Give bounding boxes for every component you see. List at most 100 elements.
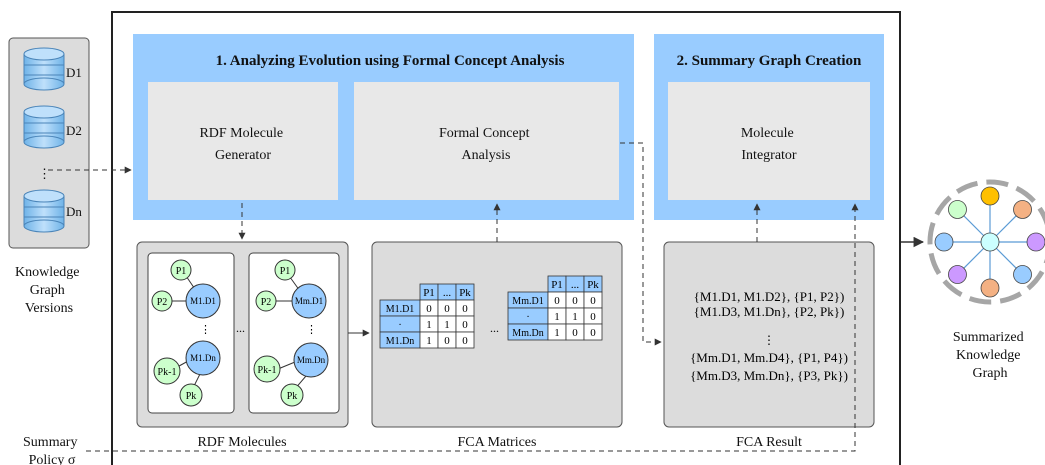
matrix-value: 0 bbox=[572, 327, 578, 339]
fca-result-line-1: {M1.D1, M1.D2}, {P1, P2}) bbox=[694, 289, 845, 304]
graph-node bbox=[980, 278, 1000, 298]
node-label: P2 bbox=[157, 297, 168, 308]
vertical-ellipsis: ⋮ bbox=[200, 324, 211, 336]
phase1-panel: 1. Analyzing Evolution using Formal Conc… bbox=[133, 34, 634, 220]
fca-result-caption: FCA Result bbox=[736, 435, 802, 450]
graph-node bbox=[948, 265, 967, 284]
matrix-value: 0 bbox=[590, 295, 596, 307]
node-label: Pk bbox=[186, 391, 197, 402]
matrix-row-header: Mm.Dn bbox=[512, 328, 543, 339]
matrix-value: 0 bbox=[554, 295, 560, 307]
subject-node-m1-d1 bbox=[185, 283, 221, 319]
predicate-node-p2 bbox=[255, 290, 277, 312]
node-label: P1 bbox=[176, 266, 187, 277]
formal-concept-analysis-label: Formal Concept Analysis bbox=[439, 126, 533, 163]
matrix-col-header: Pk bbox=[587, 279, 599, 291]
vertical-ellipsis: ⋮ bbox=[306, 324, 317, 336]
matrix-row-header: M1.D1 bbox=[386, 304, 415, 315]
fca-result-ellipsis: ⋮ bbox=[763, 333, 775, 347]
versions-ellipsis: ⋮ bbox=[38, 166, 51, 181]
rdf-molecules-section: P1 P2 M1.D1 ⋮ M1.Dn Pk-1 Pk ... P1 P2 Mm… bbox=[136, 241, 349, 450]
predicate-node-pk-1 bbox=[253, 355, 281, 383]
matrix-value: 0 bbox=[426, 303, 432, 315]
node-label: Pk bbox=[287, 391, 298, 402]
rdf-molecules-caption: RDF Molecules bbox=[197, 435, 286, 450]
rdf-molecule-m: P1 P2 Mm.D1 ⋮ Mm.Dn Pk-1 Pk bbox=[248, 252, 340, 414]
matrix-value: 0 bbox=[590, 327, 596, 339]
database-icon-dn bbox=[23, 189, 65, 233]
phase2-panel: 2. Summary Graph Creation Molecule Integ… bbox=[654, 34, 884, 220]
matrix-value: 1 bbox=[572, 311, 578, 323]
flow-connectors bbox=[48, 142, 925, 452]
matrix-value: 1 bbox=[554, 311, 560, 323]
matrix-row-header: · bbox=[398, 320, 401, 331]
node-label: Pk-1 bbox=[258, 365, 277, 376]
phase2-title: 2. Summary Graph Creation bbox=[677, 53, 862, 69]
molecule-integrator-label: Molecule Integrator bbox=[741, 126, 797, 163]
graph-node bbox=[1013, 200, 1032, 219]
node-label: M1.Dn bbox=[190, 353, 216, 363]
matrix-row-header: M1.Dn bbox=[386, 336, 415, 347]
node-label: Mm.D1 bbox=[295, 296, 323, 306]
graph-center-node bbox=[980, 232, 1000, 252]
database-icon-d1 bbox=[23, 47, 65, 91]
predicate-node-p1 bbox=[170, 259, 192, 281]
matrix-value: 0 bbox=[444, 335, 450, 347]
rdf-molecule-generator-label: RDF Molecule Generator bbox=[199, 126, 286, 163]
fca-result-line-2: {M1.D3, M1.Dn}, {P2, Pk}) bbox=[694, 304, 845, 319]
subject-node-mm-dn bbox=[293, 342, 329, 378]
version-label-dn: Dn bbox=[66, 204, 82, 219]
rdf-molecule-1: P1 P2 M1.D1 ⋮ M1.Dn Pk-1 Pk bbox=[147, 252, 235, 414]
summary-graph-nodes bbox=[934, 186, 1045, 298]
fca-result-line-3: {Mm.D1, Mm.D4}, {P1, P4}) bbox=[690, 350, 848, 365]
node-label: P1 bbox=[280, 266, 291, 277]
molecule-integrator-box bbox=[668, 82, 870, 200]
database-icon-d2 bbox=[23, 105, 65, 149]
versions-caption: Knowledge Graph Versions bbox=[15, 265, 83, 316]
graph-node bbox=[980, 186, 1000, 206]
node-label: P2 bbox=[261, 297, 272, 308]
phase1-title: 1. Analyzing Evolution using Formal Conc… bbox=[216, 53, 565, 69]
matrix-value: 0 bbox=[590, 311, 596, 323]
matrix-col-header: ... bbox=[443, 287, 452, 299]
subject-node-mm-d1 bbox=[291, 283, 327, 319]
matrix-row-header: Mm.D1 bbox=[512, 296, 543, 307]
subject-node-m1-dn bbox=[185, 340, 221, 376]
predicate-node-p1 bbox=[274, 259, 296, 281]
matrix-value: 0 bbox=[572, 295, 578, 307]
summarized-graph-caption: Summarized Knowledge Graph bbox=[953, 330, 1027, 381]
matrix-value: 1 bbox=[554, 327, 560, 339]
matrix-col-header: ... bbox=[571, 279, 580, 291]
summary-graph-ring bbox=[927, 179, 1045, 305]
matrix-value: 0 bbox=[444, 303, 450, 315]
matrix-value: 0 bbox=[462, 335, 468, 347]
predicate-node-pk-1 bbox=[153, 357, 181, 385]
graph-node bbox=[948, 200, 967, 219]
version-label-d1: D1 bbox=[66, 65, 82, 80]
graph-node bbox=[1013, 265, 1032, 284]
matrix-col-header: P1 bbox=[423, 287, 435, 299]
rdf-molecule-generator-box bbox=[148, 82, 338, 200]
fca-result-section: {M1.D1, M1.D2}, {P1, P2}) {M1.D3, M1.Dn}… bbox=[663, 241, 875, 450]
matrix-cell bbox=[583, 323, 603, 341]
matrix-value: 1 bbox=[444, 319, 450, 331]
matrix-row-header: · bbox=[526, 312, 529, 323]
fca-to-result-arrow bbox=[620, 142, 662, 346]
matrix-value: 0 bbox=[462, 319, 468, 331]
node-label: Mm.Dn bbox=[297, 355, 326, 365]
fca-matrices-caption: FCA Matrices bbox=[458, 435, 537, 450]
knowledge-graph-versions: D1 D2 ⋮ Dn Knowledge Graph Versions bbox=[8, 37, 90, 316]
summary-policy-caption: Summary Policy σ bbox=[23, 435, 81, 465]
matrix-value: 0 bbox=[462, 303, 468, 315]
predicate-node-pk bbox=[280, 383, 304, 407]
molecule-gap-ellipsis: ... bbox=[236, 321, 245, 335]
matrix-gap-ellipsis: ... bbox=[490, 321, 499, 335]
matrix-col-header: Pk bbox=[459, 287, 471, 299]
node-label: M1.D1 bbox=[190, 296, 216, 306]
predicate-node-p2 bbox=[151, 290, 173, 312]
formal-concept-analysis-box bbox=[354, 82, 619, 200]
matrix-value: 1 bbox=[426, 335, 432, 347]
matrix-value: 1 bbox=[426, 319, 432, 331]
